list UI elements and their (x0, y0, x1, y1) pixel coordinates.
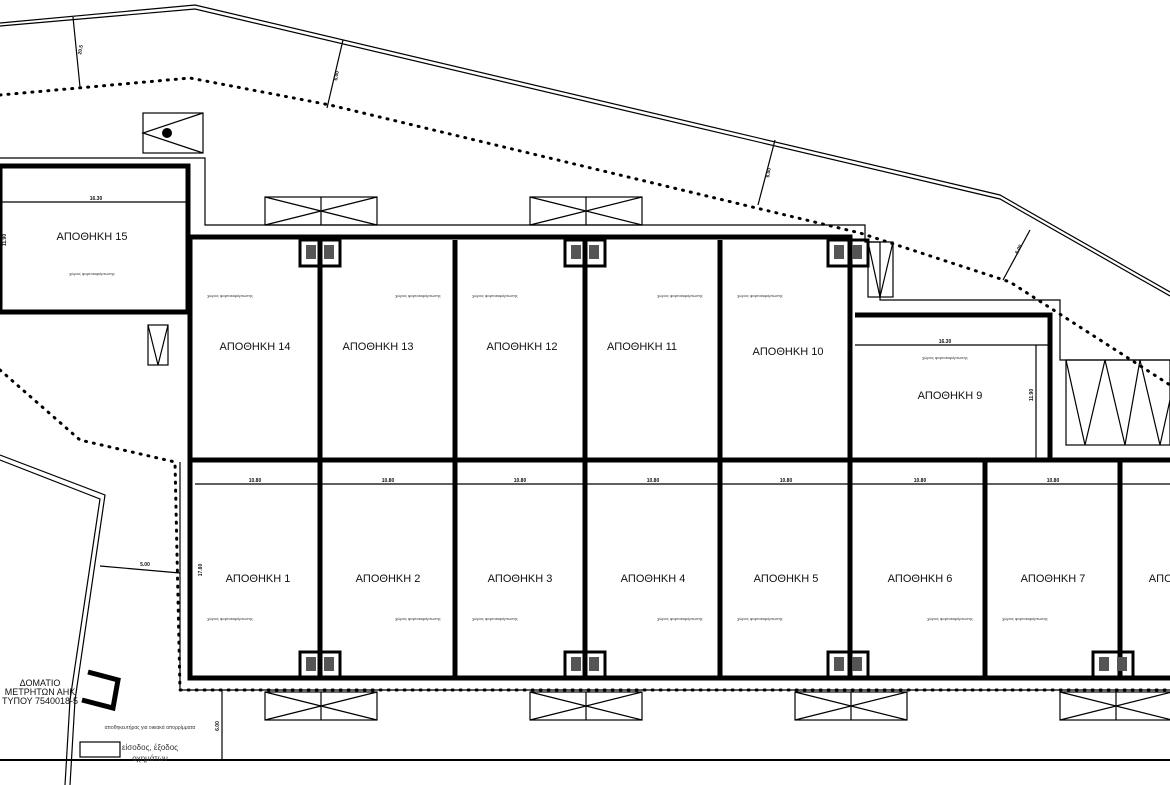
unit-9-walls (855, 312, 1053, 458)
utility-box (142, 112, 204, 154)
unit-note: χώρος φορτοεκφόρτωσης (395, 293, 441, 298)
unit-10-label: ΑΠΟΘΗΚΗ 10 (753, 346, 824, 358)
dimension-label: 11.90 (2, 234, 8, 246)
unit-note: χώρος φορτοεκφόρτωσης (472, 293, 518, 298)
dimension-label: 6.00 (1014, 244, 1024, 256)
unit-note: χώρος φορτοεκφόρτωσης (69, 271, 115, 276)
upper-partitions (317, 240, 723, 460)
unit-12-label: ΑΠΟΘΗΚΗ 12 (487, 341, 558, 353)
wc-block (298, 238, 342, 268)
property-boundary-inner (0, 8, 1170, 297)
unit-8-label: ΑΠΟΘ (1149, 573, 1170, 585)
meter-room-label: ΜΕΤΡΗΤΩΝ ΑΗΚ (5, 687, 76, 697)
upper-units: χώρος φορτοεκφόρτωσης ΑΠΟΘΗΚΗ 14 χώρος φ… (207, 293, 823, 358)
wc-block (1091, 650, 1135, 680)
dimension-label: 10.80 (914, 478, 927, 484)
wc-block (826, 650, 870, 680)
unit-note: χώρος φορτοεκφόρτωσης (737, 293, 783, 298)
unit-note: χώρος φορτοεκφόρτωσης (207, 616, 253, 621)
setback-line (0, 76, 1170, 387)
dimension-label: 11.90 (1029, 389, 1035, 401)
wc-block (298, 650, 342, 680)
well-icon (162, 128, 172, 138)
dimension-label: 20.5 (77, 44, 85, 55)
unit-note: χώρος φορτοεκφόρτωσης (657, 616, 703, 621)
dimension-line (99, 565, 181, 574)
property-boundary (0, 4, 1170, 293)
dimension-label: 10.80 (514, 478, 527, 484)
unit-4-label: ΑΠΟΘΗΚΗ 4 (621, 573, 686, 585)
dimension-label: 16.30 (90, 196, 103, 202)
dimension-line (326, 39, 344, 109)
dimension-label: 6.00 (765, 167, 773, 178)
meter-room-label: ΔΟΜΑΤΙΟ (20, 678, 61, 688)
unit-note: χώρος φορτοεκφόρτωσης (472, 616, 518, 621)
entrance-label: είσοδος, έξοδος (122, 743, 178, 752)
unit-7-label: ΑΠΟΘΗΚΗ 7 (1021, 573, 1086, 585)
unit-6-label: ΑΠΟΘΗΚΗ 6 (888, 573, 953, 585)
unit-note: χώρος φορτοεκφόρτωσης (657, 293, 703, 298)
dimension-label: 10.80 (647, 478, 660, 484)
unit-note: χώρος φορτοεκφόρτωσης (737, 616, 783, 621)
ramp (1065, 359, 1170, 446)
meter-room (81, 669, 121, 712)
unit-1-label: ΑΠΟΘΗΚΗ 1 (226, 573, 291, 585)
dimension-label: 17.80 (198, 564, 204, 577)
entrance-label: οχημάτων (132, 754, 167, 763)
road-boundary-inner (0, 459, 101, 785)
dimension-line (1002, 229, 1031, 281)
unit-note: χώρος φορτοεκφόρτωσης (927, 616, 973, 621)
dimension-line (72, 16, 81, 88)
unit-9-label: ΑΠΟΘΗΚΗ 9 (918, 390, 983, 402)
dimension-line (757, 139, 776, 206)
slab-outline-bottom (179, 462, 1170, 691)
dimension-label: 6.00 (215, 721, 221, 731)
unit-note: χώρος φορτοεκφόρτωσης (1002, 616, 1048, 621)
dimension-label: 10.80 (249, 478, 262, 484)
road-boundary (0, 454, 106, 785)
unit-5-label: ΑΠΟΘΗΚΗ 5 (754, 573, 819, 585)
meter-room-label: ΤΥΠΟΥ 7540018-5 (2, 696, 78, 706)
dimension-label: 16.30 (939, 339, 952, 345)
unit-14-label: ΑΠΟΘΗΚΗ 14 (220, 341, 291, 353)
wc-blocks (298, 238, 1135, 680)
dimension-label: 5.00 (140, 562, 150, 568)
unit-15-label: ΑΠΟΘΗΚΗ 15 (57, 231, 128, 243)
lower-partitions (317, 460, 1123, 678)
bins-note: αποθηκευτήρας για οικιακά απορρίμματα (105, 724, 196, 731)
dimension-label: 10.80 (1047, 478, 1060, 484)
wc-block (563, 238, 607, 268)
dimension-label: 10.80 (382, 478, 395, 484)
unit-13-label: ΑΠΟΘΗΚΗ 13 (343, 341, 414, 353)
wc-block (563, 650, 607, 680)
unit-note: χώρος φορτοεκφόρτωσης (395, 616, 441, 621)
dimension-label: 6.00 (333, 70, 341, 81)
bin-store (79, 741, 121, 758)
lower-block-walls (187, 457, 1170, 681)
unit-11-label: ΑΠΟΘΗΚΗ 11 (607, 341, 677, 353)
loading-bays (264, 196, 1170, 721)
dimension-label: 10.80 (780, 478, 793, 484)
unit-note: χώρος φορτοεκφόρτωσης (207, 293, 253, 298)
unit-3-label: ΑΠΟΘΗΚΗ 3 (488, 573, 553, 585)
unit-2-label: ΑΠΟΘΗΚΗ 2 (356, 573, 421, 585)
unit-note: χώρος φορτοεκφόρτωσης (922, 355, 968, 360)
lower-units: ΑΠΟΘΗΚΗ 1 χώρος φορτοεκφόρτωσης ΑΠΟΘΗΚΗ … (207, 573, 1170, 621)
